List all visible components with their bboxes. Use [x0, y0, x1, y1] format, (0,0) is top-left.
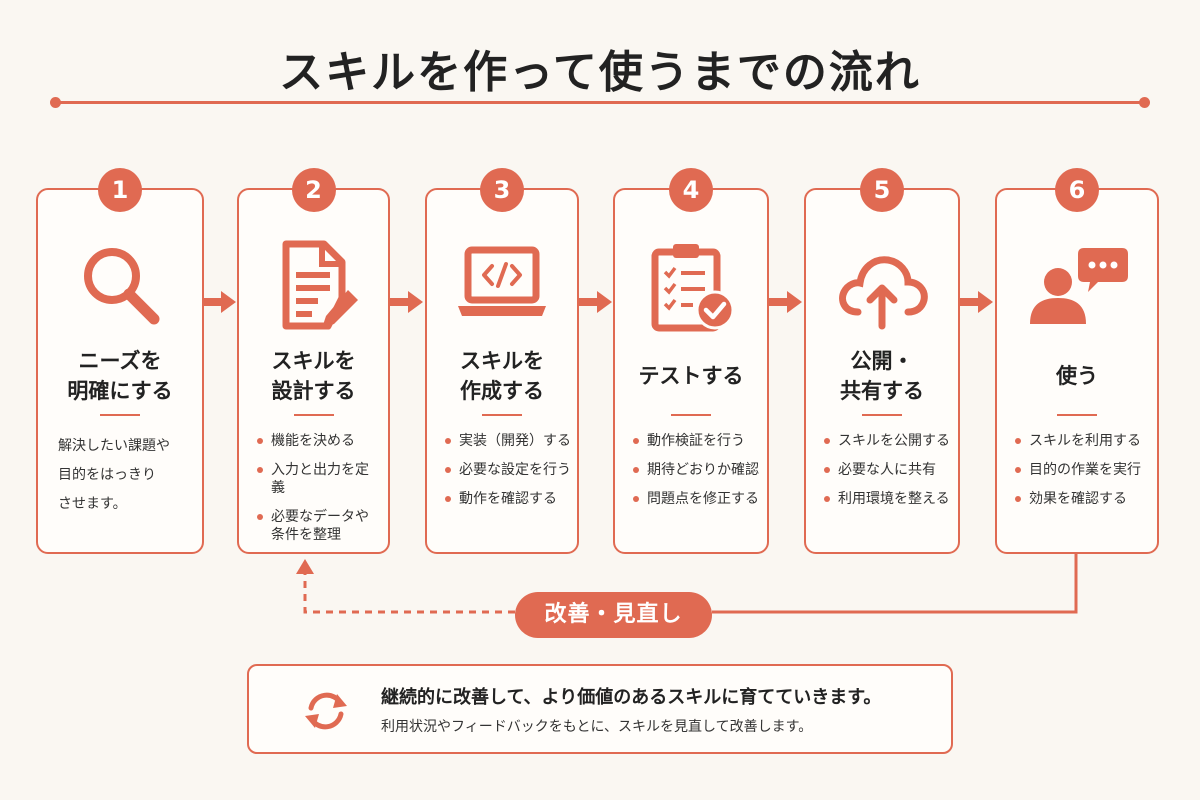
title-divider-dot-left	[50, 97, 61, 108]
improve-review-label: 改善・見直し	[515, 592, 712, 638]
refresh-cycle-icon	[305, 692, 347, 730]
document-pen-icon	[282, 240, 358, 330]
bullet-item: 必要な人に共有	[822, 461, 952, 479]
flow-arrow-4-5	[769, 291, 802, 313]
step-title: 公開・ 共有する	[840, 349, 924, 403]
title-underline	[671, 414, 711, 416]
bullet-item: 利用環境を整える	[822, 490, 952, 508]
bullet-item: 必要なデータや 条件を整理	[255, 508, 382, 544]
title-underline	[862, 414, 902, 416]
continuous-improvement-note: 継続的に改善して、より価値のあるスキルに育てていきます。 利用状況やフィードバッ…	[247, 664, 953, 754]
laptop-code-icon	[458, 246, 546, 316]
bullet-item: 動作検証を行う	[631, 432, 761, 450]
title-underline	[1057, 414, 1097, 416]
flow-arrow-3-4	[579, 291, 612, 313]
clipboard-check-icon	[651, 244, 735, 332]
title-divider	[55, 101, 1145, 104]
bullet-item: 動作を確認する	[443, 490, 571, 508]
user-chat-icon	[1030, 248, 1128, 324]
flow-arrow-1-2	[203, 291, 236, 313]
magnifier-icon	[84, 248, 160, 325]
note-subtitle: 利用状況やフィードバックをもとに、スキルを見直して改善します。	[381, 719, 813, 735]
page-title: スキルを作って使うまでの流れ	[279, 47, 921, 98]
step-card-4: 4 テストする 動作検証を行う 期待どおりか確認 問題点を修正する	[613, 168, 769, 554]
step-card-6: 6 使う スキルを利用する 目的の作業を実行 効果を確認する	[995, 168, 1159, 554]
flow-arrow-5-6	[960, 291, 993, 313]
step-number-badge: 5	[860, 168, 904, 212]
bullet-item: 機能を決める	[255, 432, 382, 450]
step-bullets: スキルを公開する 必要な人に共有 利用環境を整える	[822, 432, 952, 519]
bullet-item: 効果を確認する	[1013, 490, 1151, 508]
step-number-badge: 1	[98, 168, 142, 212]
title-underline	[293, 414, 334, 416]
step-title: スキルを 設計する	[271, 349, 356, 403]
step-card-3: 3 スキルを 作成する 実装（開発）する 必要な設定を行う 動作を確認する	[425, 168, 579, 554]
step-card-5: 5 公開・ 共有する スキルを公開する 必要な人に共有 利用環境を整える	[804, 168, 960, 554]
step-card-1: 1 ニーズを 明確にする 解決したい課題や 目的をはっきり させます。	[36, 168, 204, 554]
bullet-item: スキルを利用する	[1013, 432, 1151, 450]
step-title: 使う	[1056, 364, 1098, 388]
step-bullets: 実装（開発）する 必要な設定を行う 動作を確認する	[443, 432, 571, 519]
bullet-item: 入力と出力を定義	[255, 461, 382, 497]
note-title: 継続的に改善して、より価値のあるスキルに育てていきます。	[381, 687, 882, 708]
bullet-item: 問題点を修正する	[631, 490, 761, 508]
step-number-badge: 6	[1055, 168, 1099, 212]
bullet-item: 目的の作業を実行	[1013, 461, 1151, 479]
step-number-badge: 2	[291, 168, 336, 212]
step-card-2: 2 スキルを 設計する 機能を決める 入力と出力を定義 必要なデータや 条件を整…	[237, 168, 390, 555]
bullet-item: 実装（開発）する	[443, 432, 571, 450]
title-underline	[100, 414, 140, 416]
step-number-badge: 3	[480, 168, 524, 212]
bullet-item: スキルを公開する	[822, 432, 952, 450]
step-description: 解決したい課題や 目的をはっきり させます。	[58, 438, 170, 512]
bullet-item: 期待どおりか確認	[631, 461, 761, 479]
step-title: スキルを 作成する	[460, 349, 544, 403]
step-bullets: 動作検証を行う 期待どおりか確認 問題点を修正する	[631, 432, 761, 519]
step-title: ニーズを 明確にする	[67, 349, 173, 403]
title-underline	[482, 414, 522, 416]
flow-arrow-2-3	[390, 291, 423, 313]
step-bullets: 機能を決める 入力と出力を定義 必要なデータや 条件を整理	[255, 432, 382, 555]
step-number-badge: 4	[669, 168, 713, 212]
bullet-item: 必要な設定を行う	[443, 461, 571, 479]
step-title: テストする	[638, 364, 744, 388]
step-bullets: スキルを利用する 目的の作業を実行 効果を確認する	[1013, 432, 1151, 519]
cloud-upload-icon	[839, 256, 928, 330]
title-divider-dot-right	[1139, 97, 1150, 108]
